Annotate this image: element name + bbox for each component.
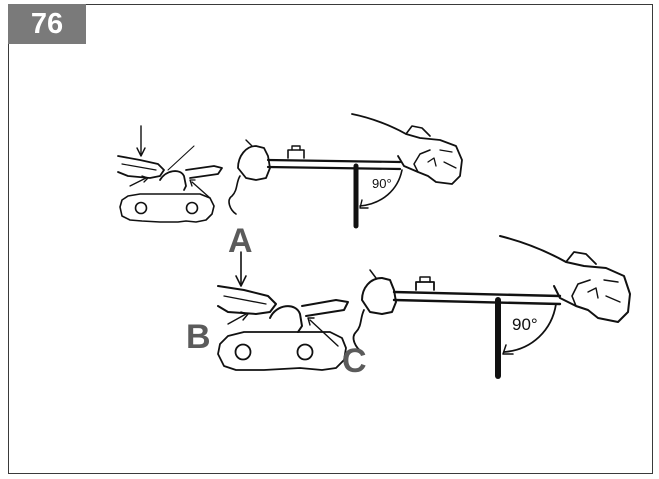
top-illustration: 90°	[117, 113, 463, 229]
top-chain-link	[117, 125, 223, 223]
figure-frame	[8, 4, 653, 474]
top-file-guide	[228, 113, 463, 229]
bottom-angle-label: 90°	[512, 315, 538, 334]
callout-b: B	[186, 318, 211, 356]
callout-c: C	[342, 342, 367, 380]
callout-a: A	[228, 222, 253, 260]
bottom-illustration: 90°	[217, 235, 631, 379]
bottom-file-guide	[352, 235, 631, 379]
top-angle-label: 90°	[372, 176, 392, 191]
bottom-chain-link	[217, 251, 349, 371]
figure-number-badge: 76	[8, 4, 86, 44]
